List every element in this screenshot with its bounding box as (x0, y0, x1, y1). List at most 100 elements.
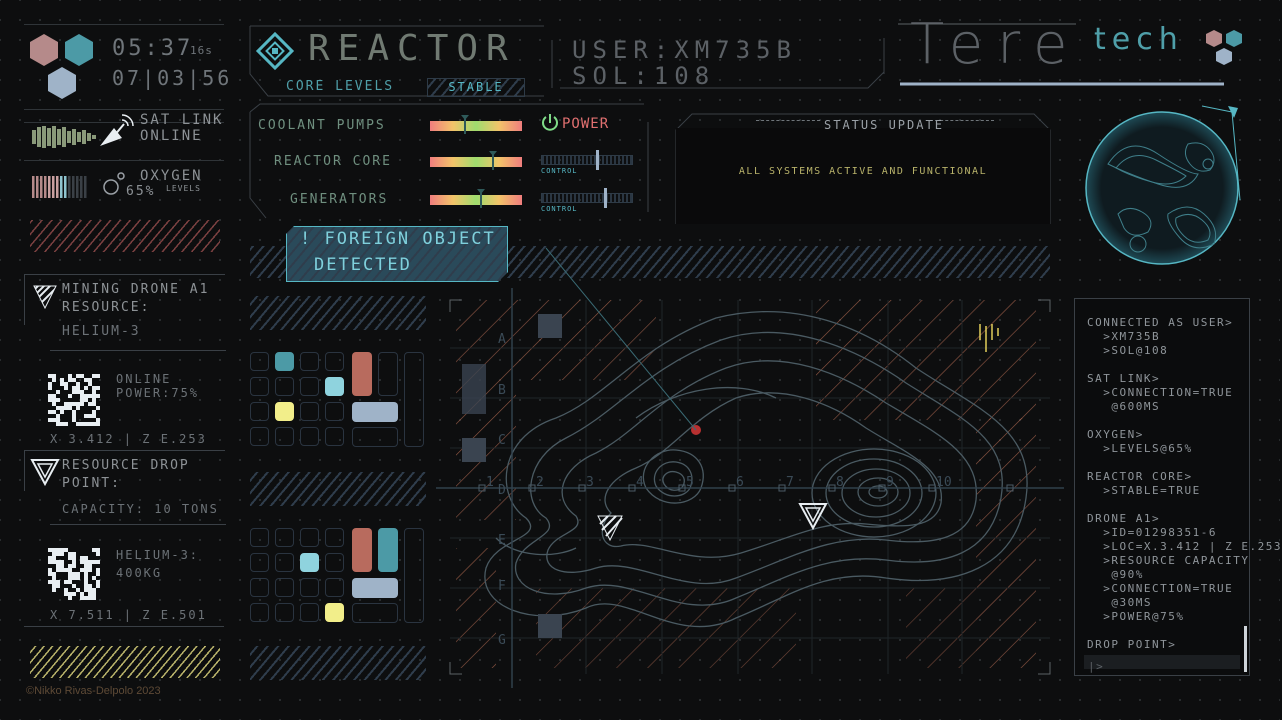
drone-resource-label: RESOURCE: (62, 300, 151, 315)
terminal-input[interactable]: |> (1084, 655, 1240, 673)
oxygen-sublabel: LEVELS (166, 184, 201, 193)
oxygen-value: 65% (126, 184, 156, 199)
grid-cell (250, 578, 269, 597)
power-icon[interactable] (540, 112, 560, 134)
oxygen-bar (56, 176, 59, 198)
drone-marker-icon (597, 515, 623, 542)
grid-cell (250, 377, 269, 396)
drone-qr-code (48, 374, 100, 426)
terminal-line: @30MS (1087, 596, 1152, 609)
drone-title: MINING DRONE A1 (62, 282, 210, 297)
oxygen-level-bars (32, 176, 87, 198)
grid-cell (275, 402, 294, 421)
oxygen-bar (76, 176, 79, 198)
control-label: CONTROL (541, 167, 578, 175)
power-label[interactable]: POWER (562, 116, 610, 132)
map-col-label: 8 (836, 475, 844, 490)
map-row-label: F (498, 579, 506, 594)
map-axis-tick (1006, 484, 1014, 492)
map-row-label: A (498, 332, 506, 347)
drop-title: RESOURCE DROP (62, 458, 190, 473)
satlink-status: ONLINE (140, 128, 203, 144)
control-slider-handle[interactable] (596, 150, 600, 170)
brand-suffix: tech (1094, 22, 1184, 57)
foreign-object-alert[interactable] (286, 226, 508, 282)
terminal-line: >CONNECTION=TRUE (1087, 582, 1234, 595)
oxygen-label: OXYGEN (140, 168, 203, 184)
terminal-line: >LOC=X.3.412 | Z E.253 (1087, 540, 1282, 553)
grid-cell (325, 553, 344, 572)
grid-block (352, 603, 398, 623)
map-axis-tick (678, 484, 686, 492)
terminal-line: >SOL@108 (1087, 344, 1169, 357)
alert-line1: ! FOREIGN OBJECT (300, 229, 496, 249)
drop-qr-code (48, 548, 100, 600)
map-axis-tick (578, 484, 586, 492)
control-slider[interactable] (541, 193, 633, 203)
reactor-title: REACTOR (308, 28, 516, 69)
grid-block (352, 352, 372, 396)
reactor-header-frame (249, 25, 544, 97)
grid-cell (300, 377, 319, 396)
brand-frame (898, 23, 1224, 86)
gauge-marker-line (491, 154, 494, 170)
drone-power: POWER:75% (116, 386, 200, 400)
grid-cell (300, 553, 319, 572)
globe-pointer (1201, 105, 1241, 201)
map-axis-tick (478, 484, 486, 492)
grid-block (352, 528, 372, 572)
terminal-line: DRONE A1> (1087, 512, 1161, 525)
grid-cell (300, 528, 319, 547)
gauge-marker-line (463, 118, 466, 134)
grid-block (352, 578, 398, 598)
grid-block (404, 528, 424, 623)
grid-cell (275, 578, 294, 597)
gauges-frame (249, 103, 649, 219)
terminal-line: @90% (1087, 568, 1144, 581)
grid-block (404, 352, 424, 447)
grid-block (352, 427, 398, 447)
status-title: STATUS UPDATE (824, 118, 944, 132)
drone-resource-value: HELIUM-3 (62, 324, 141, 339)
map-axis-tick (628, 484, 636, 492)
terminal-line: >POWER@75% (1087, 610, 1185, 623)
grid-cell (300, 578, 319, 597)
core-status-text: STABLE (448, 80, 504, 94)
drop-point-label: POINT: (62, 476, 121, 491)
grid-cell (300, 427, 319, 446)
divider (50, 350, 226, 351)
map-col-label: 5 (686, 475, 694, 490)
grid-cell (250, 553, 269, 572)
terminal-scrollbar[interactable] (1244, 626, 1247, 672)
clock-time: 05:37 (112, 36, 194, 61)
terminal-line: @600MS (1087, 400, 1161, 413)
grid-cell (275, 553, 294, 572)
gauge-bar (430, 121, 522, 131)
satlink-label: SAT LINK (140, 112, 224, 128)
terminal-line: >STABLE=TRUE (1087, 484, 1201, 497)
map-row-label: B (498, 383, 506, 398)
divider (930, 120, 994, 121)
divider (24, 160, 224, 161)
map-col-label: 2 (536, 475, 544, 490)
signal-waveform-icon (32, 126, 96, 148)
map-col-label: 4 (636, 475, 644, 490)
drone-status: ONLINE (116, 372, 172, 386)
oxygen-bar (72, 176, 75, 198)
map-axis-tick (528, 484, 536, 492)
status-panel (676, 128, 1050, 224)
control-slider[interactable] (541, 155, 633, 165)
hatch-decoration (250, 472, 426, 506)
grid-block (378, 352, 398, 396)
terminal-line (1087, 414, 1245, 428)
clock-seconds: 16s (190, 44, 213, 57)
map-col-label: 6 (736, 475, 744, 490)
drone-panel-frame (24, 274, 225, 325)
drop-capacity: CAPACITY: 10 TONS (62, 502, 219, 516)
gauge-label: GENERATORS (290, 192, 389, 207)
map-col-label: 3 (586, 475, 594, 490)
control-slider-handle[interactable] (603, 188, 607, 208)
grid-cell (300, 603, 319, 622)
terminal-line (1087, 624, 1245, 638)
